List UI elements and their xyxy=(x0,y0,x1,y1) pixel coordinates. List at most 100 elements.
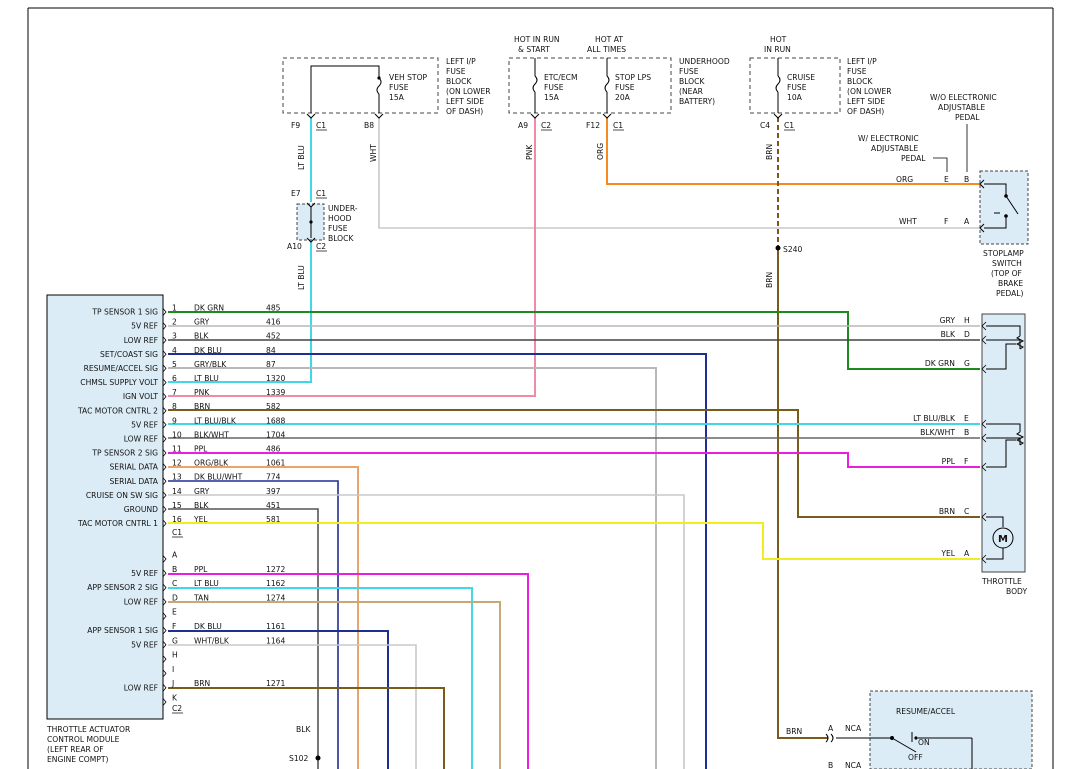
tac-wire-color: DK GRN xyxy=(194,304,224,313)
tac-name-2: CONTROL MODULE xyxy=(47,735,120,744)
block-label-line-1: UNDERHOOD xyxy=(679,57,730,66)
pin-conn-c1: C1 xyxy=(316,121,326,130)
fuse-symbol-icon xyxy=(604,75,610,93)
pin-chevron-icon xyxy=(162,655,167,663)
block-label-line-3: BLOCK xyxy=(847,77,873,86)
wire-c1-dkbluwht xyxy=(168,480,339,769)
fuse-symbol-icon xyxy=(532,75,538,93)
pin-cavity-b8: B8 xyxy=(364,121,374,130)
block-label-line-6: OF DASH) xyxy=(847,107,884,116)
splice-s102-label: S102 xyxy=(289,754,308,763)
wo-label-1: W/O ELECTRONIC xyxy=(930,93,997,102)
wire-c2-brn xyxy=(168,687,445,769)
stoplamp-row2-p2: A xyxy=(964,217,970,226)
pin-chevron-icon xyxy=(162,350,167,359)
switch-arm-icon xyxy=(1005,195,1019,215)
tac-circuit-number: 1320 xyxy=(266,374,285,383)
fuse-block-outline xyxy=(282,57,439,114)
stoplamp-switch: W/O ELECTRONIC ADJUSTABLE PEDAL W/ ELECT… xyxy=(858,93,1029,298)
tac-signal-label: TP SENSOR 1 SIG xyxy=(91,308,158,317)
tac-pin-number: 7 xyxy=(172,388,177,397)
block-label-line-2: FUSE xyxy=(847,67,867,76)
fuse2-line-1: STOP LPS xyxy=(615,73,651,82)
tac-c1-label: C1 xyxy=(172,528,182,537)
pin-cavity-f12: F12 xyxy=(586,121,600,130)
pin-cavity-c4: C4 xyxy=(760,121,770,130)
tac-signal-label: IGN VOLT xyxy=(123,392,158,401)
tac-signal-label: TAC MOTOR CNTRL 1 xyxy=(77,519,158,528)
fuse-block-left-ip-1: VEH STOP FUSE 15A LEFT I/P FUSE BLOCK (O… xyxy=(282,57,491,131)
tac-signal-label: LOW REF xyxy=(124,683,158,692)
vlabel-brn-top: BRN xyxy=(765,144,774,160)
tac-circuit-number: 582 xyxy=(266,402,281,411)
pin-chevron-icon xyxy=(162,435,167,443)
fuse2-line-2: FUSE xyxy=(615,83,635,92)
wire-pnk xyxy=(168,117,536,397)
pin-chevron-icon xyxy=(162,612,167,620)
pin-chevron-icon xyxy=(162,406,167,415)
tb-sensor1-wiper xyxy=(986,343,1016,370)
tac-signal-label: RESUME/ACCEL SIG xyxy=(84,364,159,373)
tac-name-4: ENGINE COMPT) xyxy=(47,755,109,764)
resume-switch-outline xyxy=(869,690,1033,769)
tac-circuit-number: 1162 xyxy=(266,579,285,588)
tac-pin-letter: F xyxy=(172,622,176,631)
wire-c1-ppl xyxy=(168,452,980,468)
wire-wht xyxy=(378,117,980,229)
tac-pin-number: 4 xyxy=(172,346,177,355)
connector-chevron-icon xyxy=(306,113,316,119)
resume-row2-pin: B xyxy=(828,761,833,769)
tac-pin-number: 16 xyxy=(172,515,182,524)
small-bottom-conn: C2 xyxy=(316,242,326,251)
tac-circuit-number: 486 xyxy=(266,445,281,454)
tac-signal-label: LOW REF xyxy=(124,435,158,444)
wire-ltblu-lower xyxy=(168,242,312,383)
tac-circuit-number: 1061 xyxy=(266,459,285,468)
block-label-line-4: (ON LOWER xyxy=(847,87,892,96)
pin-chevron-icon xyxy=(162,641,167,649)
pin-chevron-icon xyxy=(162,669,167,678)
small-label-2: HOOD xyxy=(328,214,352,223)
tac-pin-number: 5 xyxy=(172,360,177,369)
pin-chevron-icon xyxy=(162,378,167,387)
tac-signal-label: APP SENSOR 1 SIG xyxy=(87,626,158,635)
motor-label: M xyxy=(998,534,1008,545)
tb-pin-letter: E xyxy=(964,414,969,423)
fuse-name-line-3: 15A xyxy=(389,93,405,102)
tac-module-body xyxy=(46,294,164,720)
stoplamp-row2-color: WHT xyxy=(899,217,917,226)
pin-chevron-icon xyxy=(162,364,167,373)
tac-wire-color: PPL xyxy=(194,565,208,574)
tb-pin-letter: A xyxy=(964,549,970,558)
tac-pin-number: 15 xyxy=(172,501,182,510)
resume-arm-icon xyxy=(891,737,917,753)
tac-wire-color: BRN xyxy=(194,679,210,688)
tac-pin-letter: A xyxy=(172,551,178,560)
tac-wire-color: GRY xyxy=(194,487,210,496)
tac-pin-number: 1 xyxy=(172,304,177,313)
pin-conn-c2: C2 xyxy=(541,121,551,130)
tb-wire-color: BLK xyxy=(941,330,956,339)
stoplamp-name-3: (TOP OF xyxy=(991,269,1022,278)
tac-wire-color: TAN xyxy=(193,593,209,602)
header-hot-2: IN RUN xyxy=(764,45,791,54)
pin-chevron-icon xyxy=(162,505,167,514)
pin-chevron-icon xyxy=(162,519,167,528)
stoplamp-row1-color: ORG xyxy=(896,175,913,184)
wire-c2-tan xyxy=(168,601,501,769)
tb-sensor2-return xyxy=(986,437,1021,445)
small-label-3: FUSE xyxy=(328,224,348,233)
pin-chevron-icon xyxy=(162,698,167,706)
stoplamp-row1-p1: E xyxy=(944,175,949,184)
vlabel-pnk: PNK xyxy=(525,144,534,160)
pin-chevron-icon xyxy=(162,449,167,457)
pin-chevron-icon xyxy=(162,336,167,344)
tac-wire-color: GRY/BLK xyxy=(194,360,227,369)
tac-pin-letter: B xyxy=(172,565,177,574)
tac-wire-color: LT BLU/BLK xyxy=(194,416,237,425)
pin-chevron-icon xyxy=(162,555,167,563)
tac-wire-color: BLK xyxy=(194,501,209,510)
connector-chevron-icon xyxy=(306,237,316,243)
